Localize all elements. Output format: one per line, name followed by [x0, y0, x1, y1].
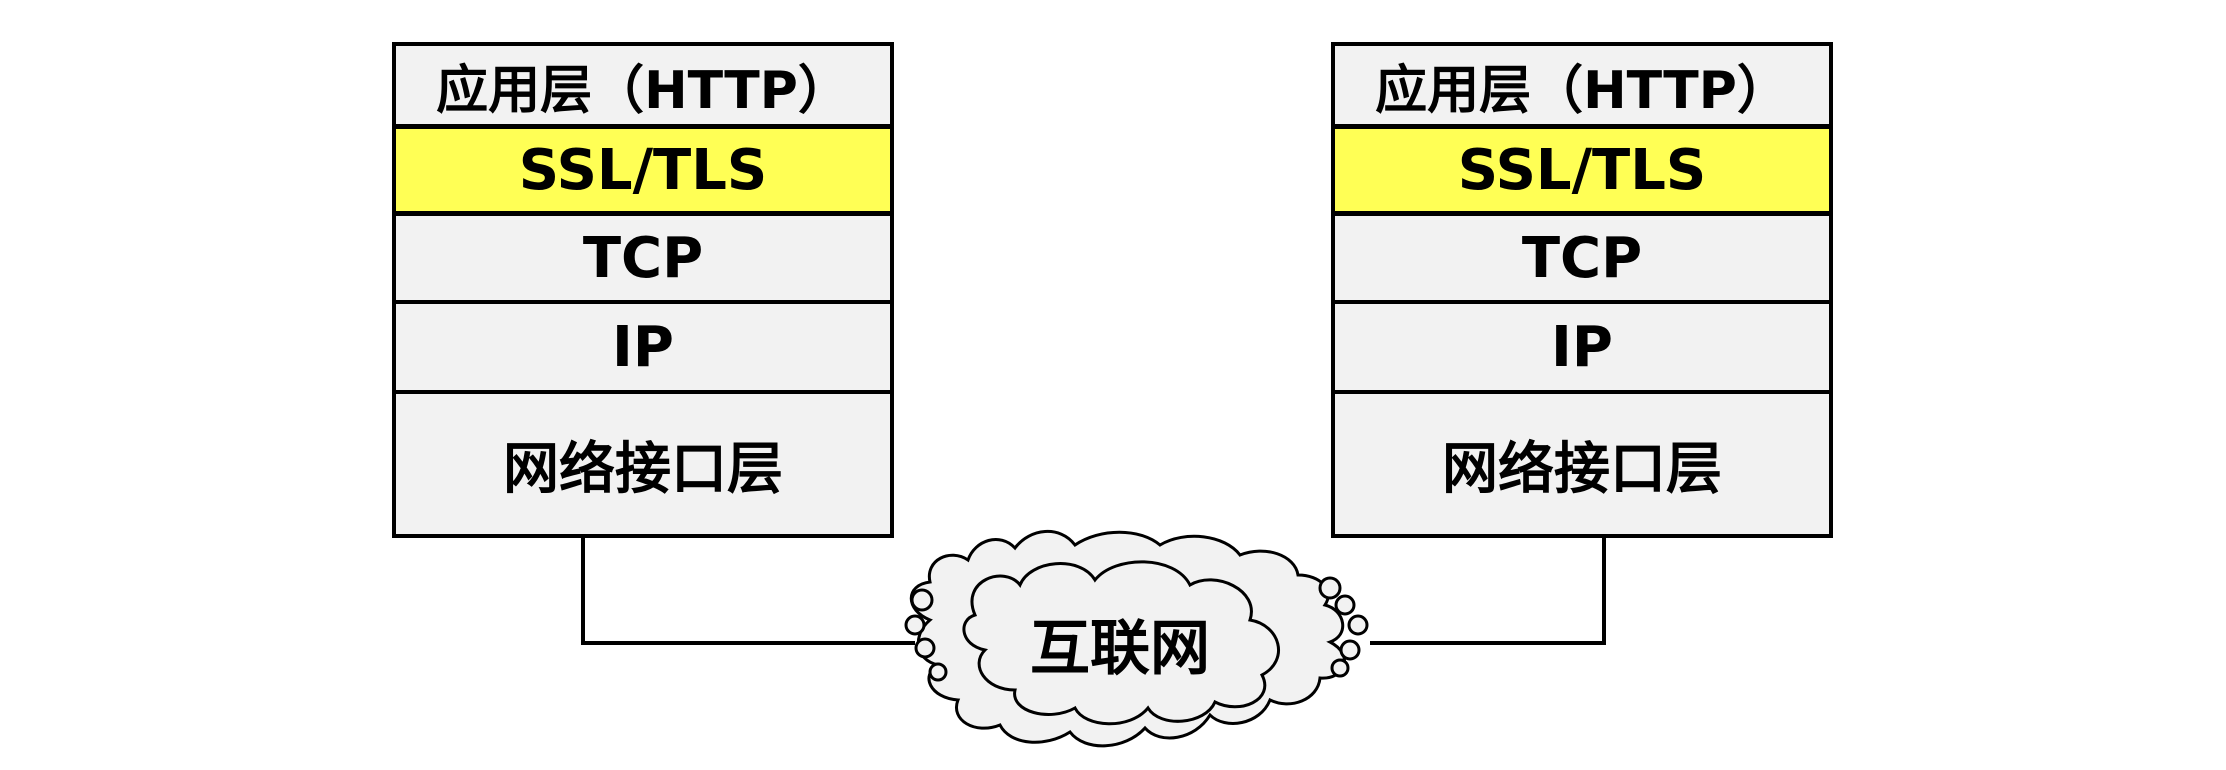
ssl-tls-layer: SSL/TLS [1335, 128, 1829, 216]
application-layer: 应用层（HTTP） [396, 46, 890, 128]
tcp-layer: TCP [396, 216, 890, 304]
ssl-tls-layer: SSL/TLS [396, 128, 890, 216]
network-interface-layer: 网络接口层 [396, 394, 890, 534]
right-link-line [1370, 538, 1606, 645]
left-link-line [581, 538, 915, 645]
internet-cloud-icon [904, 529, 1369, 748]
ip-layer: IP [396, 304, 890, 394]
tcp-layer: TCP [1335, 216, 1829, 304]
application-layer: 应用层（HTTP） [1335, 46, 1829, 128]
left-protocol-stack: 应用层（HTTP） SSL/TLS TCP IP 网络接口层 [392, 42, 894, 538]
internet-label: 互联网 [1030, 613, 1210, 684]
network-interface-layer: 网络接口层 [1335, 394, 1829, 534]
ip-layer: IP [1335, 304, 1829, 394]
right-protocol-stack: 应用层（HTTP） SSL/TLS TCP IP 网络接口层 [1331, 42, 1833, 538]
